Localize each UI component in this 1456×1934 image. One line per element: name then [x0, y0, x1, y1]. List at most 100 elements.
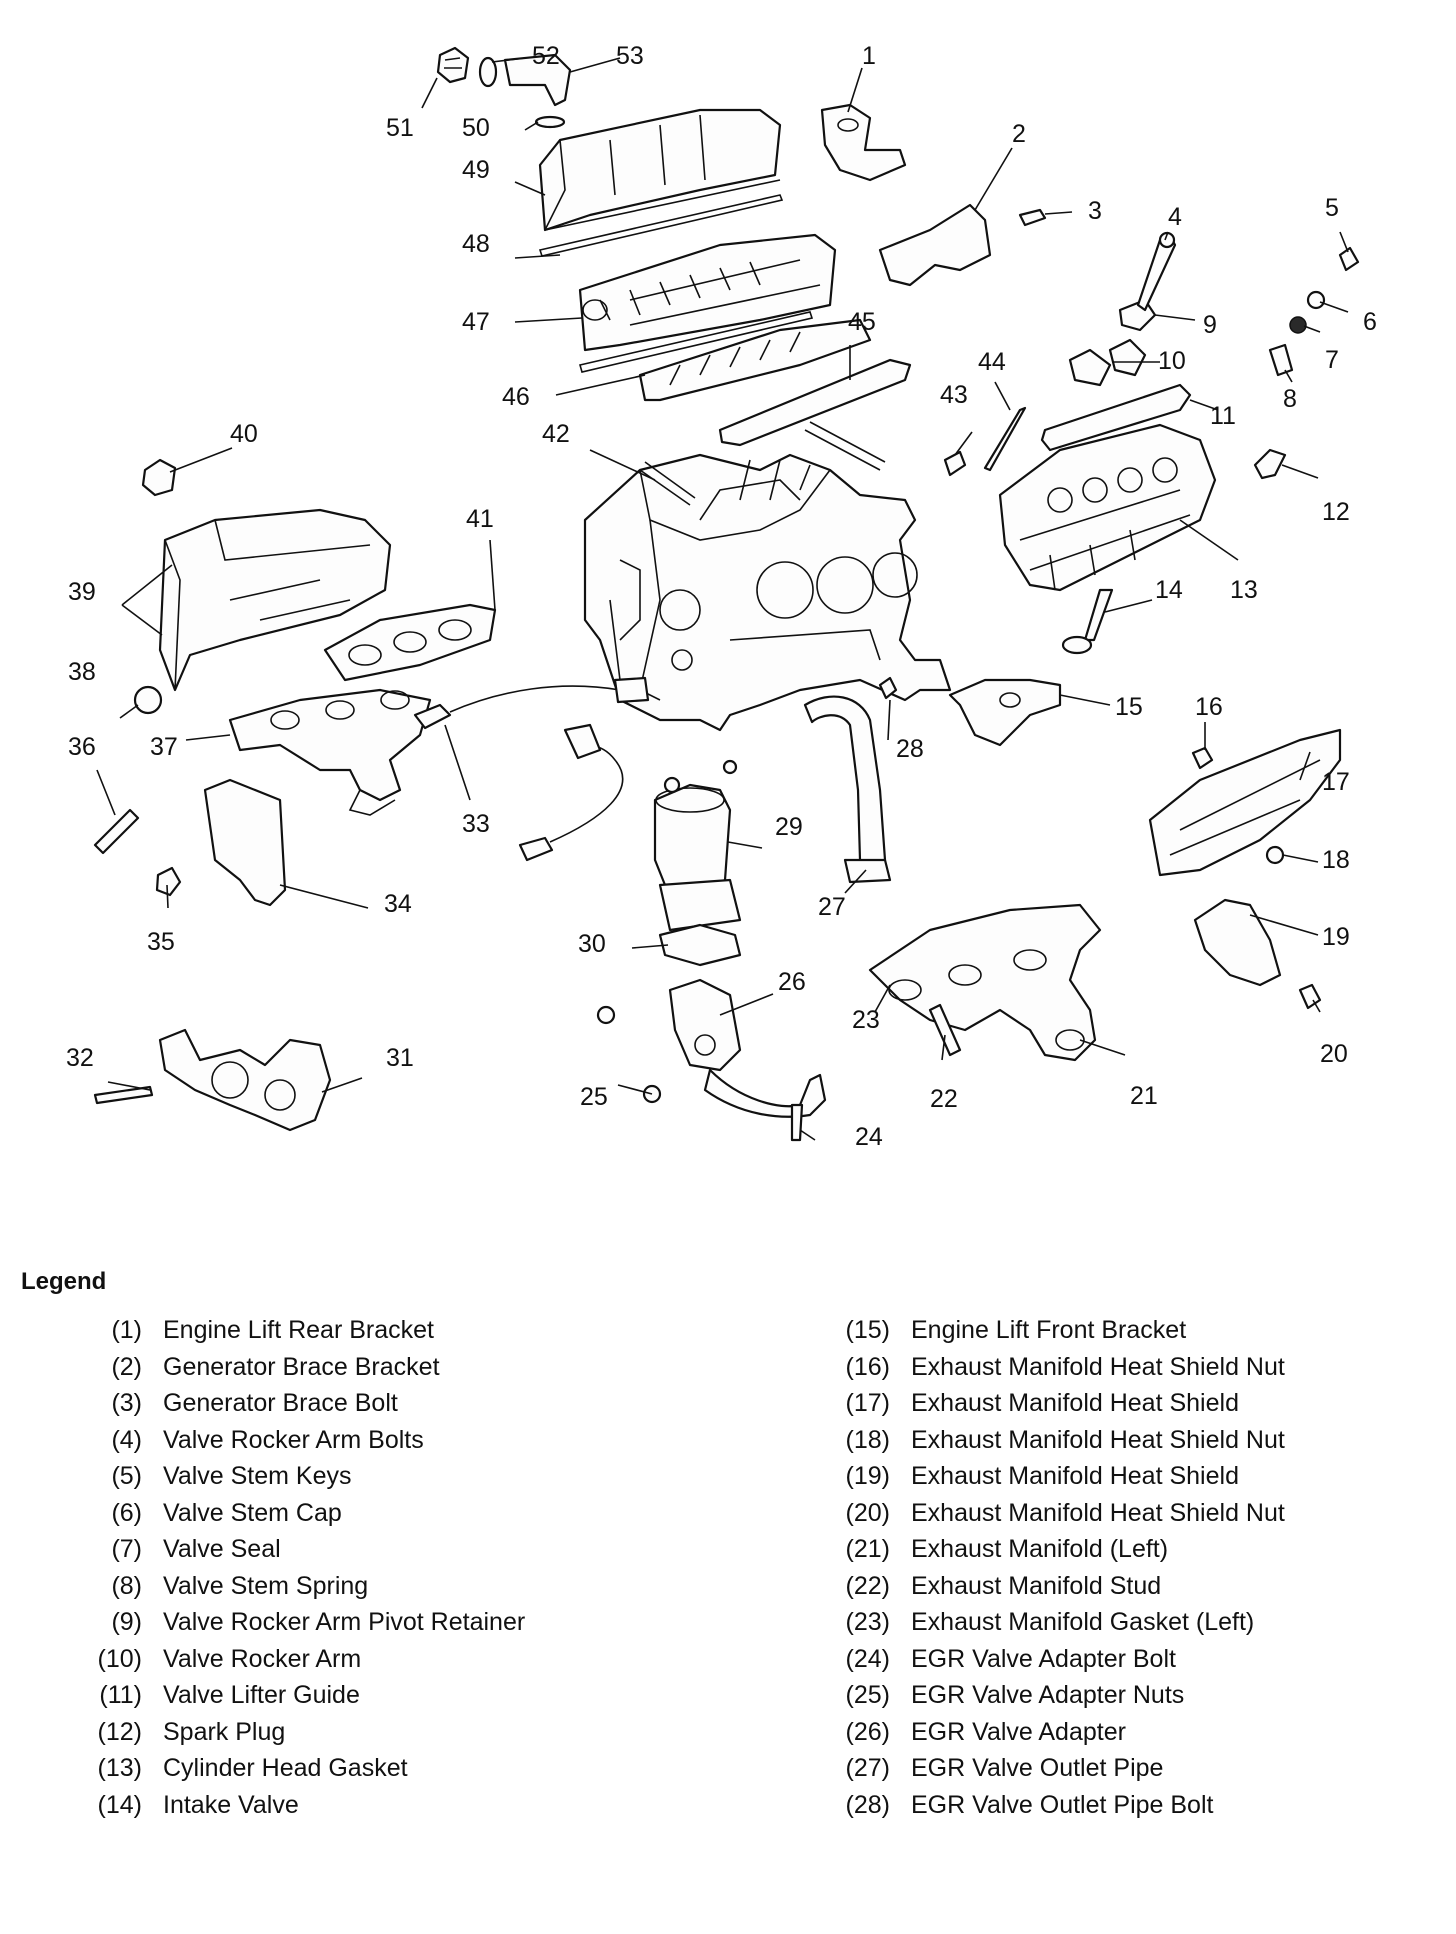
callout-36: 36	[68, 733, 96, 761]
legend-item: (27)EGR Valve Outlet Pipe	[808, 1754, 1285, 1791]
legend-item-number: (6)	[111, 1498, 142, 1527]
callout-24: 24	[855, 1123, 883, 1151]
callout-27: 27	[818, 893, 846, 921]
head-gasket-left	[578, 311, 814, 373]
oxygen-sensor-connector-33	[613, 676, 650, 704]
legend-item-label: EGR Valve Adapter	[911, 1717, 1126, 1746]
callout-38: 38	[68, 658, 96, 686]
callout-20: 20	[1320, 1040, 1348, 1068]
leader-lines	[96, 57, 1349, 1141]
legend-item-number: (12)	[97, 1717, 142, 1746]
callout-39: 39	[68, 578, 96, 606]
heat-shield-nut-16	[1191, 746, 1214, 770]
exhaust-heat-shield-left	[158, 508, 392, 692]
legend-item-label: EGR Valve Outlet Pipe Bolt	[911, 1790, 1214, 1819]
legend-item-number: (19)	[845, 1462, 890, 1490]
callout-9: 9	[1203, 311, 1217, 339]
egr-adapter-nut-a	[596, 1005, 616, 1025]
callout-53: 53	[616, 42, 644, 70]
legend-item-number: (18)	[845, 1425, 890, 1454]
legend-item: (16)Exhaust Manifold Heat Shield Nut	[808, 1353, 1285, 1390]
callout-41: 41	[466, 505, 494, 533]
legend-item-label: Valve Lifter Guide	[163, 1681, 360, 1709]
callout-48: 48	[462, 230, 490, 258]
callout-52: 52	[532, 42, 560, 70]
legend-item-label: Exhaust Manifold Heat Shield	[911, 1389, 1239, 1417]
callout-8: 8	[1283, 385, 1297, 413]
oil-fill-tube	[478, 53, 572, 129]
egr-pipe-bolt	[878, 676, 898, 700]
callout-42: 42	[542, 420, 570, 448]
legend-item: (5)Valve Stem Keys	[60, 1462, 525, 1499]
legend-item: (14)Intake Valve	[60, 1791, 525, 1828]
legend-item-number: (5)	[111, 1462, 142, 1490]
legend-item-label: Engine Lift Front Bracket	[911, 1316, 1187, 1344]
heat-shield-nut-18	[1265, 845, 1285, 865]
lifter-guide	[1040, 383, 1192, 452]
legend-item: (3)Generator Brace Bolt	[60, 1389, 525, 1426]
rocker-stud	[943, 450, 967, 477]
legend-item-number: (3)	[111, 1389, 142, 1417]
oil-fill-cap	[436, 46, 470, 84]
legend-item: (12)Spark Plug	[60, 1718, 525, 1755]
callout-43: 43	[940, 381, 968, 409]
legend-item-label: EGR Valve Adapter Bolt	[911, 1644, 1176, 1673]
legend-item-label: Exhaust Manifold Heat Shield Nut	[911, 1498, 1285, 1527]
legend-item: (20) Exhaust Manifold Heat Shield Nut	[808, 1499, 1285, 1536]
engine-lift-rear-bracket	[820, 103, 907, 182]
callout-1: 1	[862, 42, 876, 70]
legend-item: (23)Exhaust Manifold Gasket (Left)	[808, 1608, 1285, 1645]
legend-item: (8)Valve Stem Spring	[60, 1572, 525, 1609]
engine-lift-front-bracket	[948, 678, 1062, 747]
callout-14: 14	[1155, 576, 1183, 604]
callout-3: 3	[1088, 197, 1102, 225]
callout-7: 7	[1325, 346, 1339, 374]
legend-item: (18)Exhaust Manifold Heat Shield Nut	[808, 1426, 1285, 1463]
legend-item-number: (2)	[111, 1352, 142, 1381]
callout-10: 10	[1158, 347, 1186, 375]
legend-item-number: (28)	[845, 1790, 890, 1819]
valve-cover-left	[538, 108, 782, 232]
legend-item: (21)Exhaust Manifold (Left)	[808, 1535, 1285, 1572]
legend-item: (2)Generator Brace Bracket	[60, 1353, 525, 1390]
exhaust-manifold-left-21	[868, 903, 1102, 1062]
legend-title: Legend	[21, 1268, 107, 1295]
legend-item-number: (27)	[845, 1754, 890, 1782]
callout-29: 29	[775, 813, 803, 841]
oxygen-sensor-connector-29b	[563, 723, 602, 760]
legend-item-number: (9)	[111, 1608, 142, 1636]
legend-item: (7)Valve Seal	[60, 1535, 525, 1572]
legend-item-number: (26)	[845, 1717, 890, 1746]
legend-item-number: (13)	[97, 1754, 142, 1782]
legend-item-label: Exhaust Manifold (Left)	[911, 1535, 1169, 1563]
callout-11: 11	[1210, 402, 1236, 430]
legend-item-number: (1)	[111, 1316, 142, 1344]
legend-item: (11)Valve Lifter Guide	[60, 1681, 525, 1718]
legend-item-number: (15)	[845, 1316, 890, 1344]
callout-17: 17	[1322, 768, 1350, 796]
egr-valve	[653, 759, 742, 932]
valve-stem-keys	[1338, 246, 1360, 272]
callout-35: 35	[147, 928, 175, 956]
valve-seal	[1289, 316, 1307, 334]
callout-numbers: 1 2 3 4 5 6 7 8 9 10 11 12 13 14 15 16 1…	[66, 42, 1377, 1151]
legend-item-number: (20)	[845, 1498, 890, 1527]
callout-18: 18	[1322, 846, 1350, 874]
callout-51: 51	[386, 114, 414, 142]
rocker-arm-bolts	[1136, 231, 1177, 312]
legend-item: (6)Valve Stem Cap	[60, 1499, 525, 1536]
legend-item: (25)EGR Valve Adapter Nuts	[808, 1681, 1285, 1718]
callout-34: 34	[384, 890, 412, 918]
legend-item-number: (25)	[845, 1681, 890, 1709]
callout-26: 26	[778, 968, 806, 996]
engine-exploded-diagram: 1 2 3 4 5 6 7 8 9 10 11 12 13 14 15 16 1…	[66, 42, 1377, 1151]
legend-item-label: Valve Rocker Arm	[163, 1644, 362, 1673]
heat-shield-34	[203, 778, 287, 907]
legend-item: (22)Exhaust Manifold Stud	[808, 1572, 1285, 1609]
heat-shield-nut-20	[1298, 983, 1322, 1010]
generator-brace-bracket	[878, 203, 992, 287]
heat-shield-nut-40	[141, 458, 177, 497]
legend-item: (4)Valve Rocker Arm Bolts	[60, 1426, 525, 1463]
callout-50: 50	[462, 114, 490, 142]
callout-16: 16	[1195, 693, 1223, 721]
